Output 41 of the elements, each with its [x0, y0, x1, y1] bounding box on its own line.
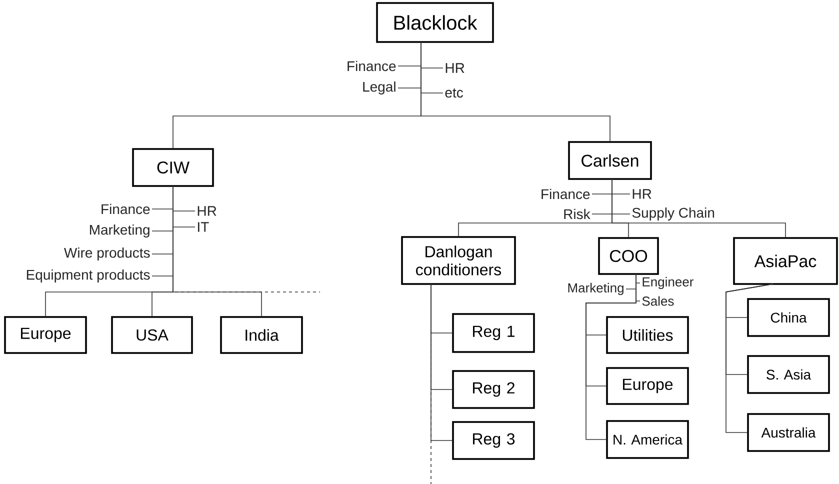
org-box: China: [747, 298, 830, 337]
org-box: Blacklock: [376, 2, 494, 43]
department-label: Engineer: [642, 276, 694, 290]
org-box: Utilities: [606, 316, 689, 354]
org-box: Reg 2: [452, 370, 535, 409]
department-label: Legal: [363, 81, 396, 95]
department-label: Finance: [542, 188, 590, 200]
department-label: Finance: [348, 60, 396, 72]
department-label: Equipment products: [26, 269, 150, 283]
connector-line: [430, 284, 452, 441]
department-label: Marketing: [568, 282, 624, 296]
connector-line: [172, 186, 262, 316]
department-label: Sales: [642, 296, 674, 306]
org-box: Carlsen: [568, 141, 652, 180]
org-box: COO: [598, 237, 659, 275]
org-box: Danlogan conditioners: [401, 236, 516, 285]
org-box: India: [220, 316, 303, 354]
department-label: HR: [632, 189, 652, 199]
connector-line: [726, 284, 774, 433]
org-box: Europe: [606, 367, 689, 405]
org-box: S. Asia: [747, 355, 830, 394]
org-box: Europe: [4, 316, 87, 354]
department-label: Wire products: [64, 247, 150, 261]
department-label: Risk: [564, 208, 590, 220]
department-label: Finance: [102, 204, 150, 214]
org-box: USA: [111, 316, 193, 354]
connector-line: [586, 274, 636, 440]
department-label: IT: [198, 222, 209, 232]
org-box: AsiaPac: [733, 237, 838, 285]
org-box: CIW: [132, 148, 214, 187]
org-box: Australia: [747, 413, 830, 452]
department-label: Marketing: [90, 224, 150, 238]
connector-line: [420, 42, 610, 142]
org-box: Reg 1: [452, 313, 535, 353]
connector-line: [612, 178, 786, 238]
department-label: etc: [445, 88, 463, 98]
department-label: HR: [446, 63, 464, 73]
department-label: Supply Chain: [632, 207, 714, 221]
org-box: N. America: [606, 420, 689, 459]
department-label: HR: [198, 206, 216, 216]
org-box: Reg 3: [452, 421, 535, 460]
